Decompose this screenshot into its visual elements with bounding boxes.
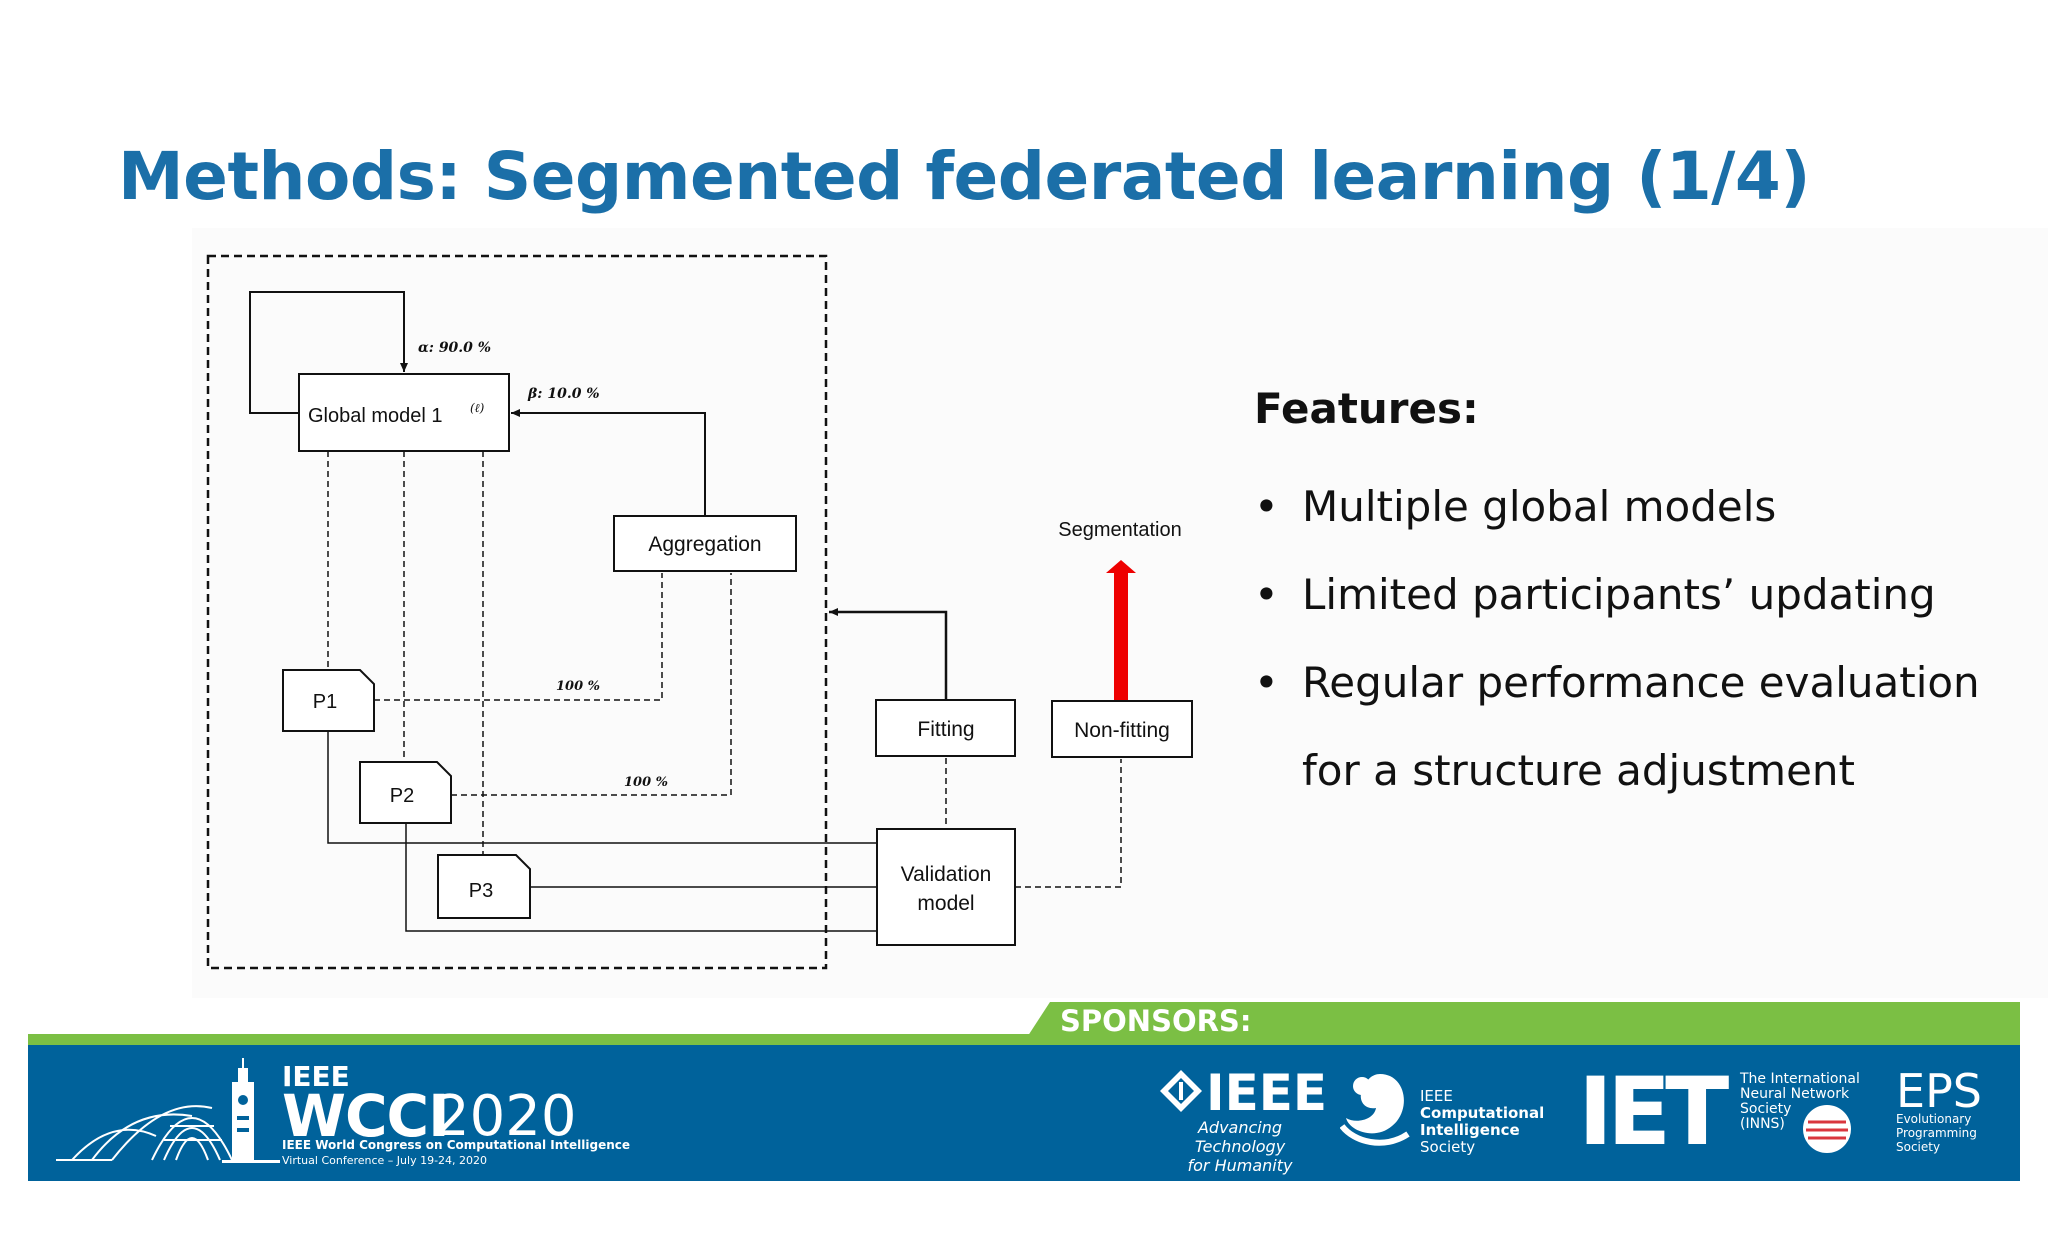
segmentation-arrow-head: [1106, 560, 1136, 573]
segmentation-arrow-shaft: [1114, 572, 1128, 700]
feature-text: Limited participants’ updating: [1302, 570, 1936, 619]
feature-item: • Multiple global models: [1254, 463, 2024, 551]
ieee-diamond-icon: [1160, 1070, 1202, 1112]
global-model-label: Global model 1: [308, 405, 443, 427]
participant-p2-box: [359, 761, 452, 824]
cis-logo-text: IEEE Computational Intelligence Society: [1420, 1088, 1544, 1156]
wcci-subtitle: IEEE World Congress on Computational Int…: [282, 1138, 631, 1152]
ieee-tagline-line2: for Humanity: [1187, 1156, 1293, 1175]
footer-banner: [28, 1045, 2020, 1181]
footer-green-strip: [28, 1034, 2020, 1045]
sponsors-tab: [1022, 1002, 2020, 1045]
sponsors-label: SPONSORS:: [1060, 1004, 1252, 1038]
participant-p3-box: [437, 854, 531, 919]
wcci-skyline-logo: [56, 1058, 280, 1163]
aggregation-box: [613, 515, 797, 572]
feature-item-continuation: for a structure adjustment: [1254, 727, 2024, 815]
features-list: • Multiple global models • Limited partici…: [1254, 463, 2024, 815]
features-panel: Features: • Multiple global models • Limit…: [1254, 384, 2024, 815]
fitting-return-arrow: [829, 608, 948, 700]
global-model-superscript: (ℓ): [470, 401, 485, 415]
non-fitting-box: [1051, 700, 1193, 758]
slide-title: Methods: Segmented federated learning (1…: [118, 138, 1811, 215]
eps-line1: Evolutionary: [1896, 1112, 1972, 1126]
beta-arrow: [511, 409, 706, 516]
feature-text: for a structure adjustment: [1302, 746, 1856, 795]
p1-to-aggregation-link: [374, 573, 663, 701]
feature-text: Regular performance evaluation: [1302, 658, 1980, 707]
p2-to-aggregation-link: [451, 573, 732, 796]
p2-to-validation-link: [405, 823, 877, 932]
inns-globe-icon: [1803, 1105, 1851, 1153]
wcci-ieee-text: IEEE: [282, 1060, 350, 1093]
p1-to-validation-link: [327, 731, 877, 844]
ieee-logo: IEEE: [1206, 1064, 1328, 1122]
alpha-loop-arrow: [249, 291, 408, 414]
inns-line1: The International: [1740, 1071, 1860, 1087]
feature-item: • Limited participants’ updating: [1254, 551, 2024, 639]
eps-logo: EPS: [1896, 1064, 1983, 1118]
participant-p3-label: P3: [469, 880, 493, 902]
non-fitting-label: Non-fitting: [1074, 719, 1170, 742]
iet-logo: IET: [1578, 1058, 1729, 1167]
bullet-icon: •: [1254, 570, 1279, 619]
wcci-logo-text: WCCI: [282, 1082, 450, 1150]
eps-logo-text: Evolutionary Programming Society: [1896, 1112, 1977, 1154]
inns-logo-text: The International Neural Network Society…: [1740, 1072, 1860, 1132]
validation-model-box: [876, 828, 1016, 946]
participant-p1-box: [282, 669, 375, 732]
eps-line3: Society: [1896, 1140, 1941, 1154]
feature-text: Multiple global models: [1302, 482, 1777, 531]
bullet-icon: •: [1254, 482, 1279, 531]
federation-boundary: [206, 254, 828, 970]
ieee-tagline-line1: Advancing Technology: [1194, 1118, 1286, 1156]
fitting-box: [875, 699, 1016, 757]
cis-logo-icon: [1340, 1074, 1410, 1146]
federated-learning-diagram: α: 90.0 % Global model 1 (ℓ) β: 10.0 % A…: [206, 254, 1193, 970]
fitting-label: Fitting: [917, 718, 974, 741]
cis-line4: Society: [1420, 1138, 1476, 1156]
wcci-year: 2020: [434, 1084, 577, 1149]
eps-line2: Programming: [1896, 1126, 1977, 1140]
cis-line2: Computational: [1420, 1104, 1545, 1122]
wcci-dates: Virtual Conference – July 19-24, 2020: [282, 1154, 488, 1167]
inns-line2: Neural Network: [1740, 1086, 1850, 1102]
inns-line3: Society: [1740, 1101, 1792, 1117]
participant-p1-label: P1: [313, 691, 337, 713]
alpha-label: α: 90.0 %: [418, 340, 491, 356]
bullet-icon: •: [1254, 658, 1279, 707]
validation-model-label-1: Validation: [901, 863, 992, 886]
segmentation-label: Segmentation: [1058, 519, 1181, 541]
participant-p2-label: P2: [390, 785, 414, 807]
validation-to-nonfitting-link: [1015, 759, 1122, 888]
p2-percentage: 100 %: [624, 775, 668, 790]
cis-line3: Intelligence: [1420, 1121, 1520, 1139]
validation-model-label-2: model: [917, 892, 974, 915]
inns-line4: (INNS): [1740, 1116, 1785, 1132]
feature-item: • Regular performance evaluation: [1254, 639, 2024, 727]
p1-percentage: 100 %: [556, 679, 600, 694]
cis-line1: IEEE: [1420, 1087, 1453, 1105]
beta-label: β: 10.0 %: [527, 386, 600, 402]
features-heading: Features:: [1254, 384, 1479, 433]
ieee-tagline: Advancing Technology for Humanity: [1160, 1118, 1320, 1175]
aggregation-label: Aggregation: [648, 533, 761, 556]
